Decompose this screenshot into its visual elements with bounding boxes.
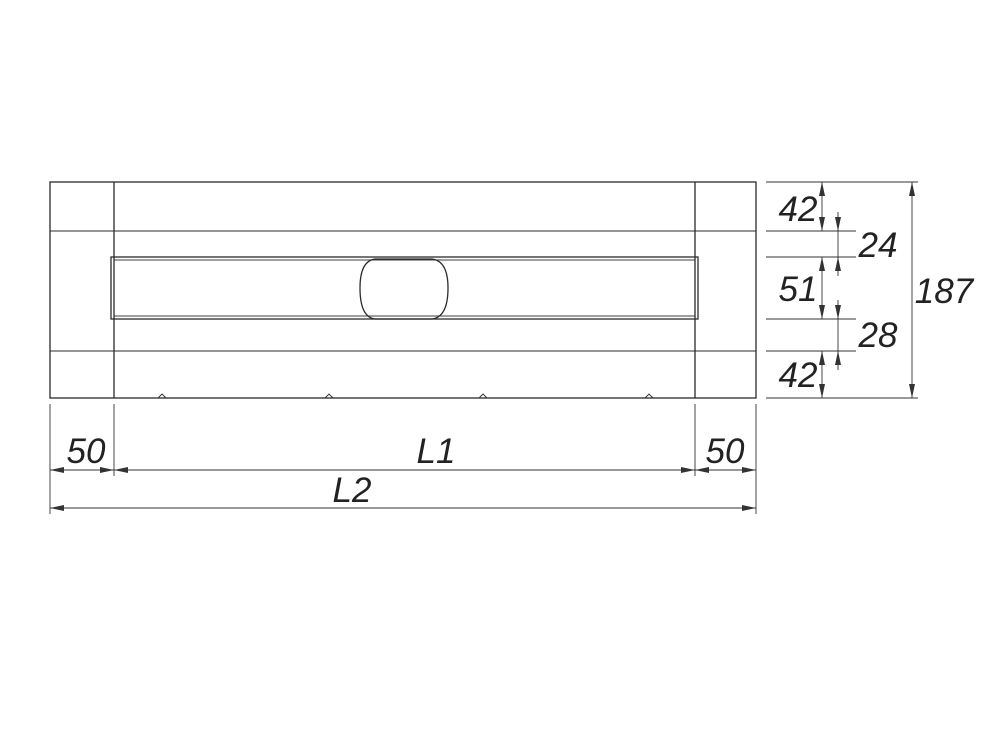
label-left-margin: 50 <box>67 432 106 471</box>
arrow <box>695 467 709 473</box>
arrow <box>819 257 825 271</box>
arrow <box>742 505 756 511</box>
arrow <box>100 467 114 473</box>
label-bottom-band: 42 <box>779 356 818 395</box>
arrow <box>835 305 841 319</box>
arrow <box>909 182 915 196</box>
arrow <box>819 182 825 196</box>
bottom-notch-2 <box>324 393 334 399</box>
label-right-margin: 50 <box>706 432 745 471</box>
bottom-notch-3 <box>478 393 488 399</box>
arrow <box>835 351 841 365</box>
arrow <box>819 217 825 231</box>
arrow <box>742 467 756 473</box>
channel-inner <box>113 259 696 317</box>
channel-outline <box>110 256 699 320</box>
arrow <box>835 257 841 271</box>
label-inner-length: L1 <box>417 432 456 471</box>
arrow <box>681 467 695 473</box>
label-upper-gap: 24 <box>858 226 898 265</box>
label-channel: 51 <box>779 270 818 309</box>
arrow <box>909 384 915 398</box>
arrow <box>835 217 841 231</box>
arrow <box>50 467 64 473</box>
arrow <box>50 505 64 511</box>
arrow <box>114 467 128 473</box>
bottom-notch-4 <box>644 393 654 399</box>
label-lower-gap: 28 <box>858 316 898 355</box>
arrow <box>819 305 825 319</box>
outer-frame <box>49 181 757 399</box>
label-top-band: 42 <box>779 190 818 229</box>
arrow <box>819 384 825 398</box>
label-total-height: 187 <box>915 272 975 311</box>
label-total-length: L2 <box>333 471 372 510</box>
arrow <box>819 351 825 365</box>
drain-outlet <box>359 258 449 320</box>
bottom-notch-1 <box>157 393 167 399</box>
